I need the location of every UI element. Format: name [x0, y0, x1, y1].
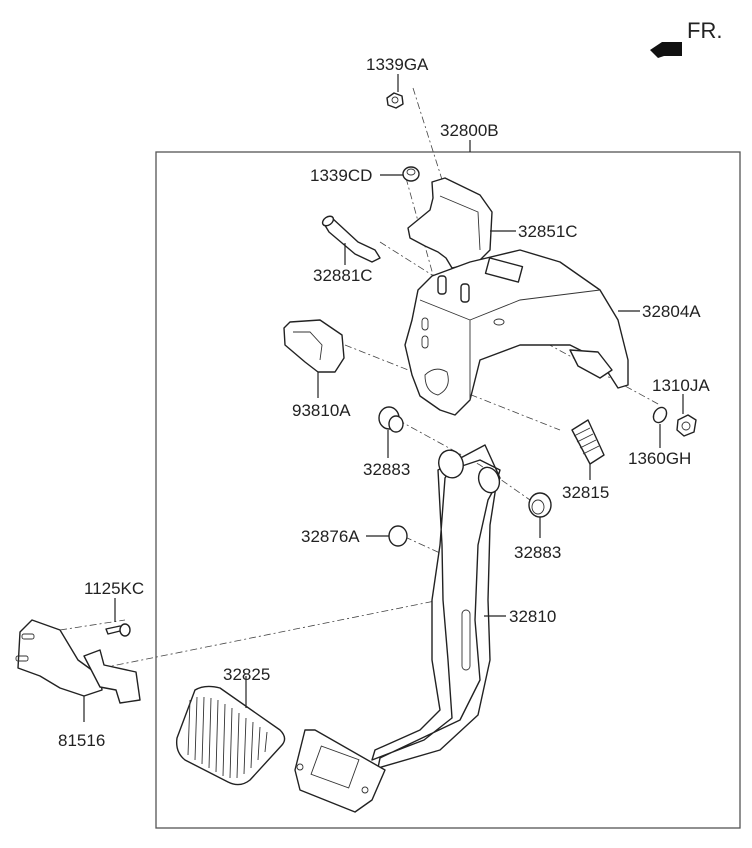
part-1310JA[interactable]: 1310JA: [652, 376, 710, 437]
part-label: 32881C: [313, 266, 373, 285]
part-label: 1360GH: [628, 449, 691, 468]
part-32881C[interactable]: 32881C: [313, 214, 381, 285]
part-label: 1310JA: [652, 376, 710, 395]
part-label: 1339CD: [310, 166, 372, 185]
part-1125KC[interactable]: 1125KC: [84, 579, 144, 637]
part-label: 32825: [223, 665, 270, 684]
part-1339GA[interactable]: 1339GA: [366, 55, 429, 109]
part-1339CD[interactable]: 1339CD: [310, 166, 420, 185]
part-label: 32851C: [518, 222, 578, 241]
part-32825[interactable]: 32825: [175, 665, 286, 786]
part-32804A[interactable]: 32804A: [404, 249, 701, 416]
part-label: 1339GA: [366, 55, 429, 74]
part-32876A[interactable]: 32876A: [301, 525, 408, 547]
part-label: 32810: [509, 607, 556, 626]
part-label: 32883: [514, 543, 561, 562]
part-32883-left[interactable]: 32883: [363, 406, 410, 479]
part-93810A[interactable]: 93810A: [283, 319, 351, 420]
assembly-frame: [155, 151, 741, 829]
part-32851C[interactable]: 32851C: [407, 177, 578, 269]
part-1360GH[interactable]: 1360GH: [628, 405, 691, 468]
part-label: 32815: [562, 483, 609, 502]
part-32810[interactable]: 32810: [294, 444, 556, 813]
part-label: 81516: [58, 731, 105, 750]
assembly-label: 32800B: [440, 121, 499, 140]
part-label: 32883: [363, 460, 410, 479]
direction-label: FR.: [687, 18, 722, 43]
part-label: 93810A: [292, 401, 351, 420]
part-label: 32876A: [301, 527, 360, 546]
part-32883-right[interactable]: 32883: [514, 492, 561, 562]
part-label: 1125KC: [84, 579, 144, 598]
part-32815[interactable]: 32815: [562, 419, 609, 502]
front-arrow-icon: [650, 42, 682, 58]
part-label: 32804A: [642, 302, 701, 321]
part-81516[interactable]: 81516: [15, 619, 141, 750]
